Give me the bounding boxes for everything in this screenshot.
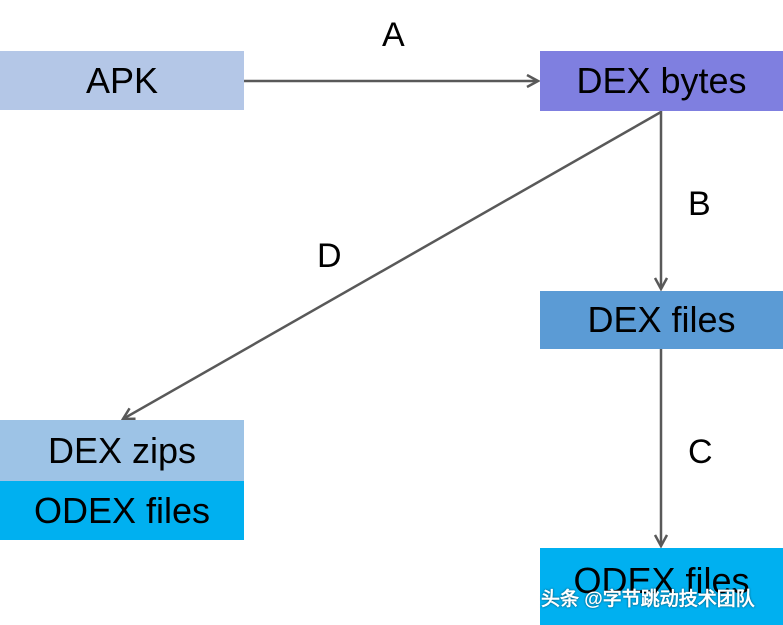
odex-files-right-node: ODEX files bbox=[540, 548, 783, 625]
watermark: 头条 @字节跳动技术团队 bbox=[541, 589, 755, 610]
edge-label-d: D bbox=[317, 237, 342, 275]
edge-label-a: A bbox=[382, 16, 405, 54]
dex-bytes-node: DEX bytes bbox=[540, 51, 783, 111]
dex-zips-node: DEX zips bbox=[0, 420, 244, 481]
dex-files-node: DEX files bbox=[540, 291, 783, 349]
edge-label-c: C bbox=[688, 433, 713, 471]
edge-label-b: B bbox=[688, 185, 711, 223]
edge-d-arrow bbox=[123, 110, 662, 419]
apk-node: APK bbox=[0, 51, 244, 110]
odex-files-left-node: ODEX files bbox=[0, 481, 244, 540]
